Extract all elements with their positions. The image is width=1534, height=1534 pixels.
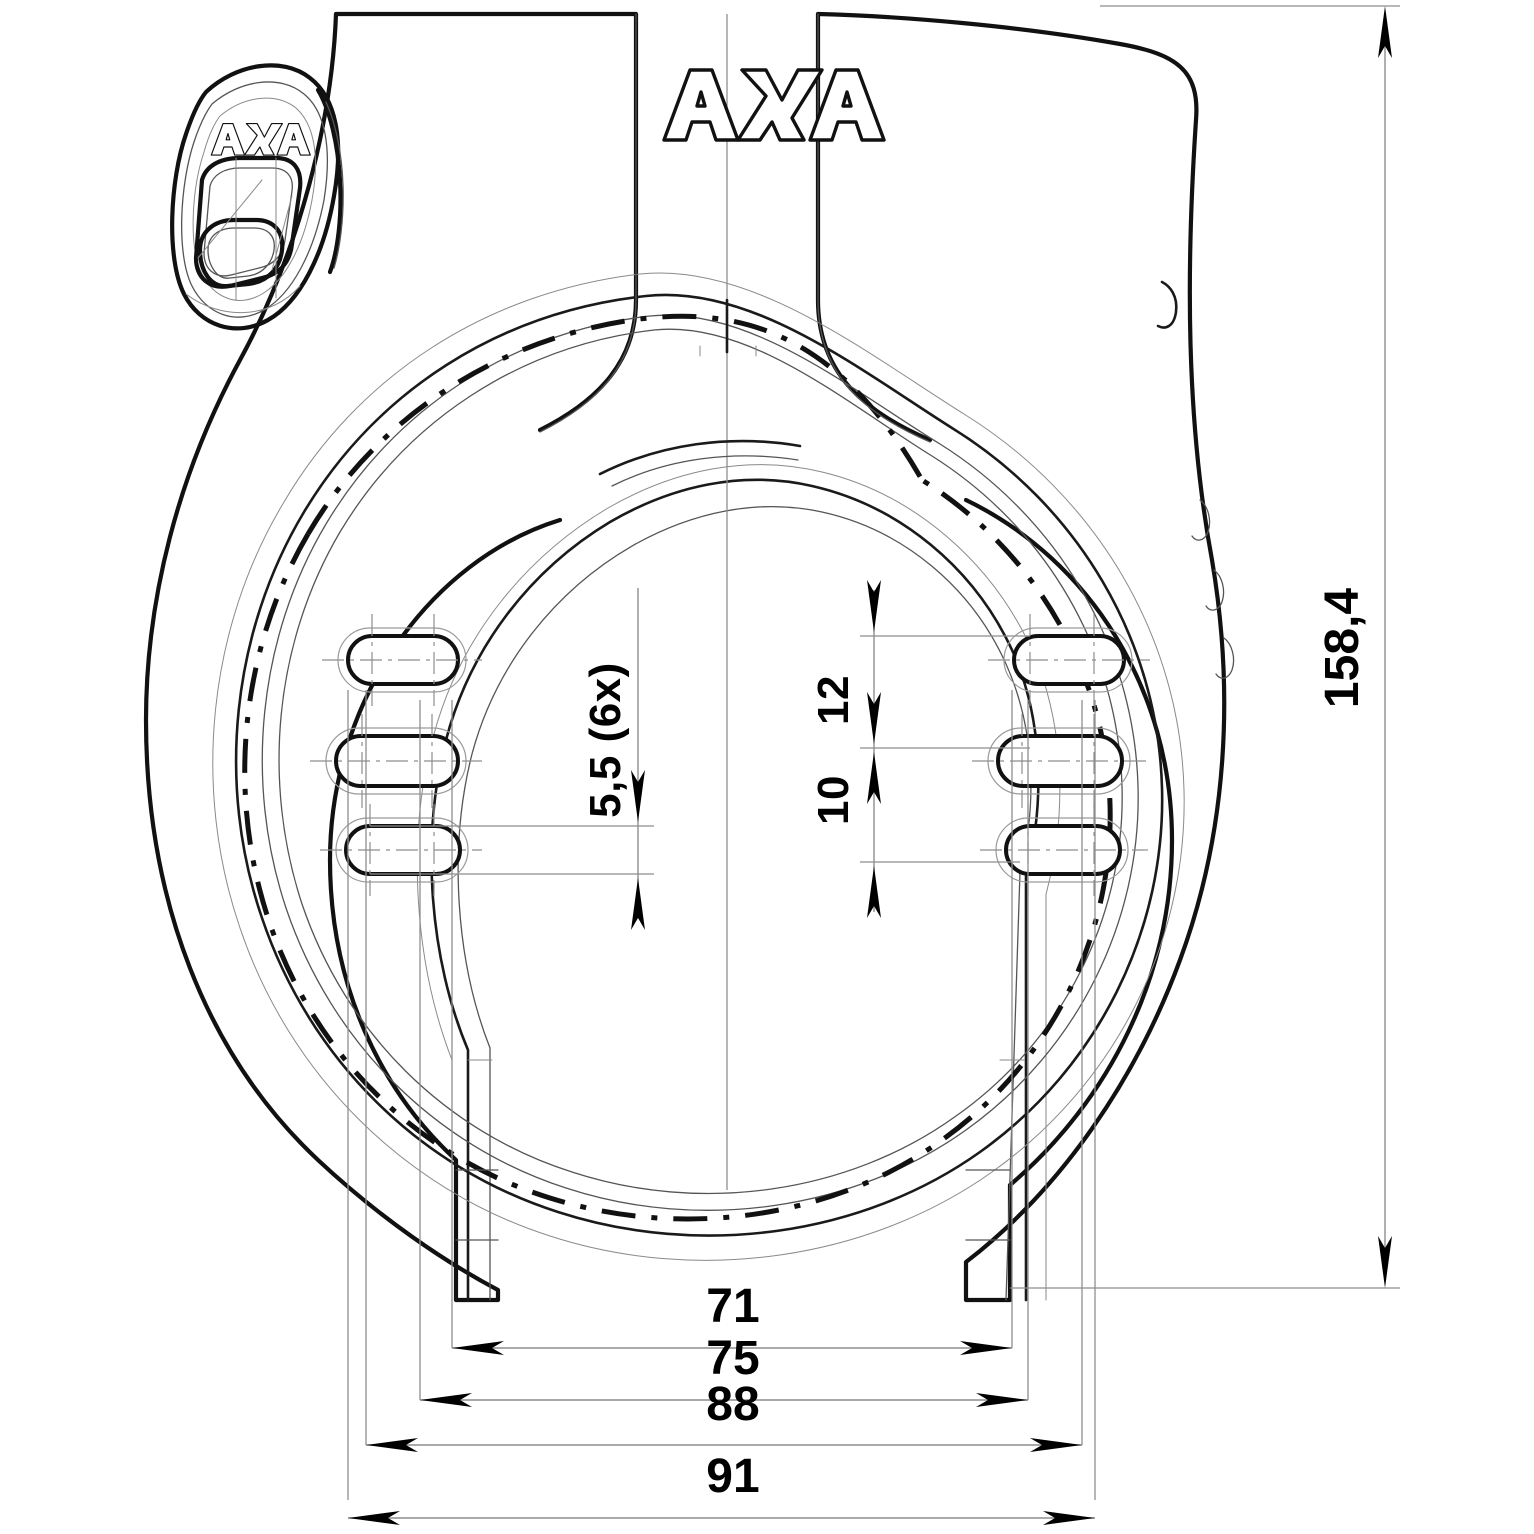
axa-cylinder-logo bbox=[210, 123, 311, 156]
dimension-label-71: 71 bbox=[706, 1280, 759, 1333]
body-concentric-rings bbox=[212, 272, 1185, 1261]
axa-body-logo bbox=[662, 68, 886, 142]
right-edge-surface-details bbox=[1156, 280, 1235, 679]
dimension-75: 75 bbox=[420, 1332, 1028, 1407]
leg-end-details bbox=[455, 1059, 1025, 1241]
dimension-width-stack: 71 75 88 91 bbox=[348, 1280, 1095, 1525]
mounting-slot-group-left bbox=[310, 614, 654, 1500]
mounting-slot-left-1 bbox=[322, 614, 482, 706]
key-cylinder-housing bbox=[170, 63, 344, 331]
dimension-hole-diameter: 5,5 (6x) bbox=[581, 588, 645, 930]
dimension-88: 88 bbox=[366, 1378, 1082, 1452]
dimension-label-75: 75 bbox=[706, 1332, 759, 1385]
dimension-label-88: 88 bbox=[706, 1378, 759, 1431]
mounting-slot-right-3 bbox=[980, 804, 1148, 896]
dimension-71: 71 bbox=[452, 1280, 1012, 1355]
dimension-overall-height: 158,4 bbox=[1010, 5, 1400, 1289]
dimension-label-158-4: 158,4 bbox=[1316, 588, 1369, 708]
top-badge-panel bbox=[539, 13, 931, 1190]
dimension-label-12: 12 bbox=[809, 675, 858, 725]
mounting-slot-right-1 bbox=[988, 614, 1150, 706]
dimension-label-5-5: 5,5 (6x) bbox=[581, 662, 630, 818]
channel-top-ridge bbox=[598, 298, 802, 487]
dimension-label-91: 91 bbox=[706, 1450, 759, 1503]
dimension-label-10: 10 bbox=[809, 775, 858, 825]
dimension-91: 91 bbox=[348, 1450, 1095, 1525]
dimension-slot-pitch: 12 10 bbox=[809, 580, 881, 918]
mounting-slot-group-right bbox=[860, 614, 1150, 1500]
